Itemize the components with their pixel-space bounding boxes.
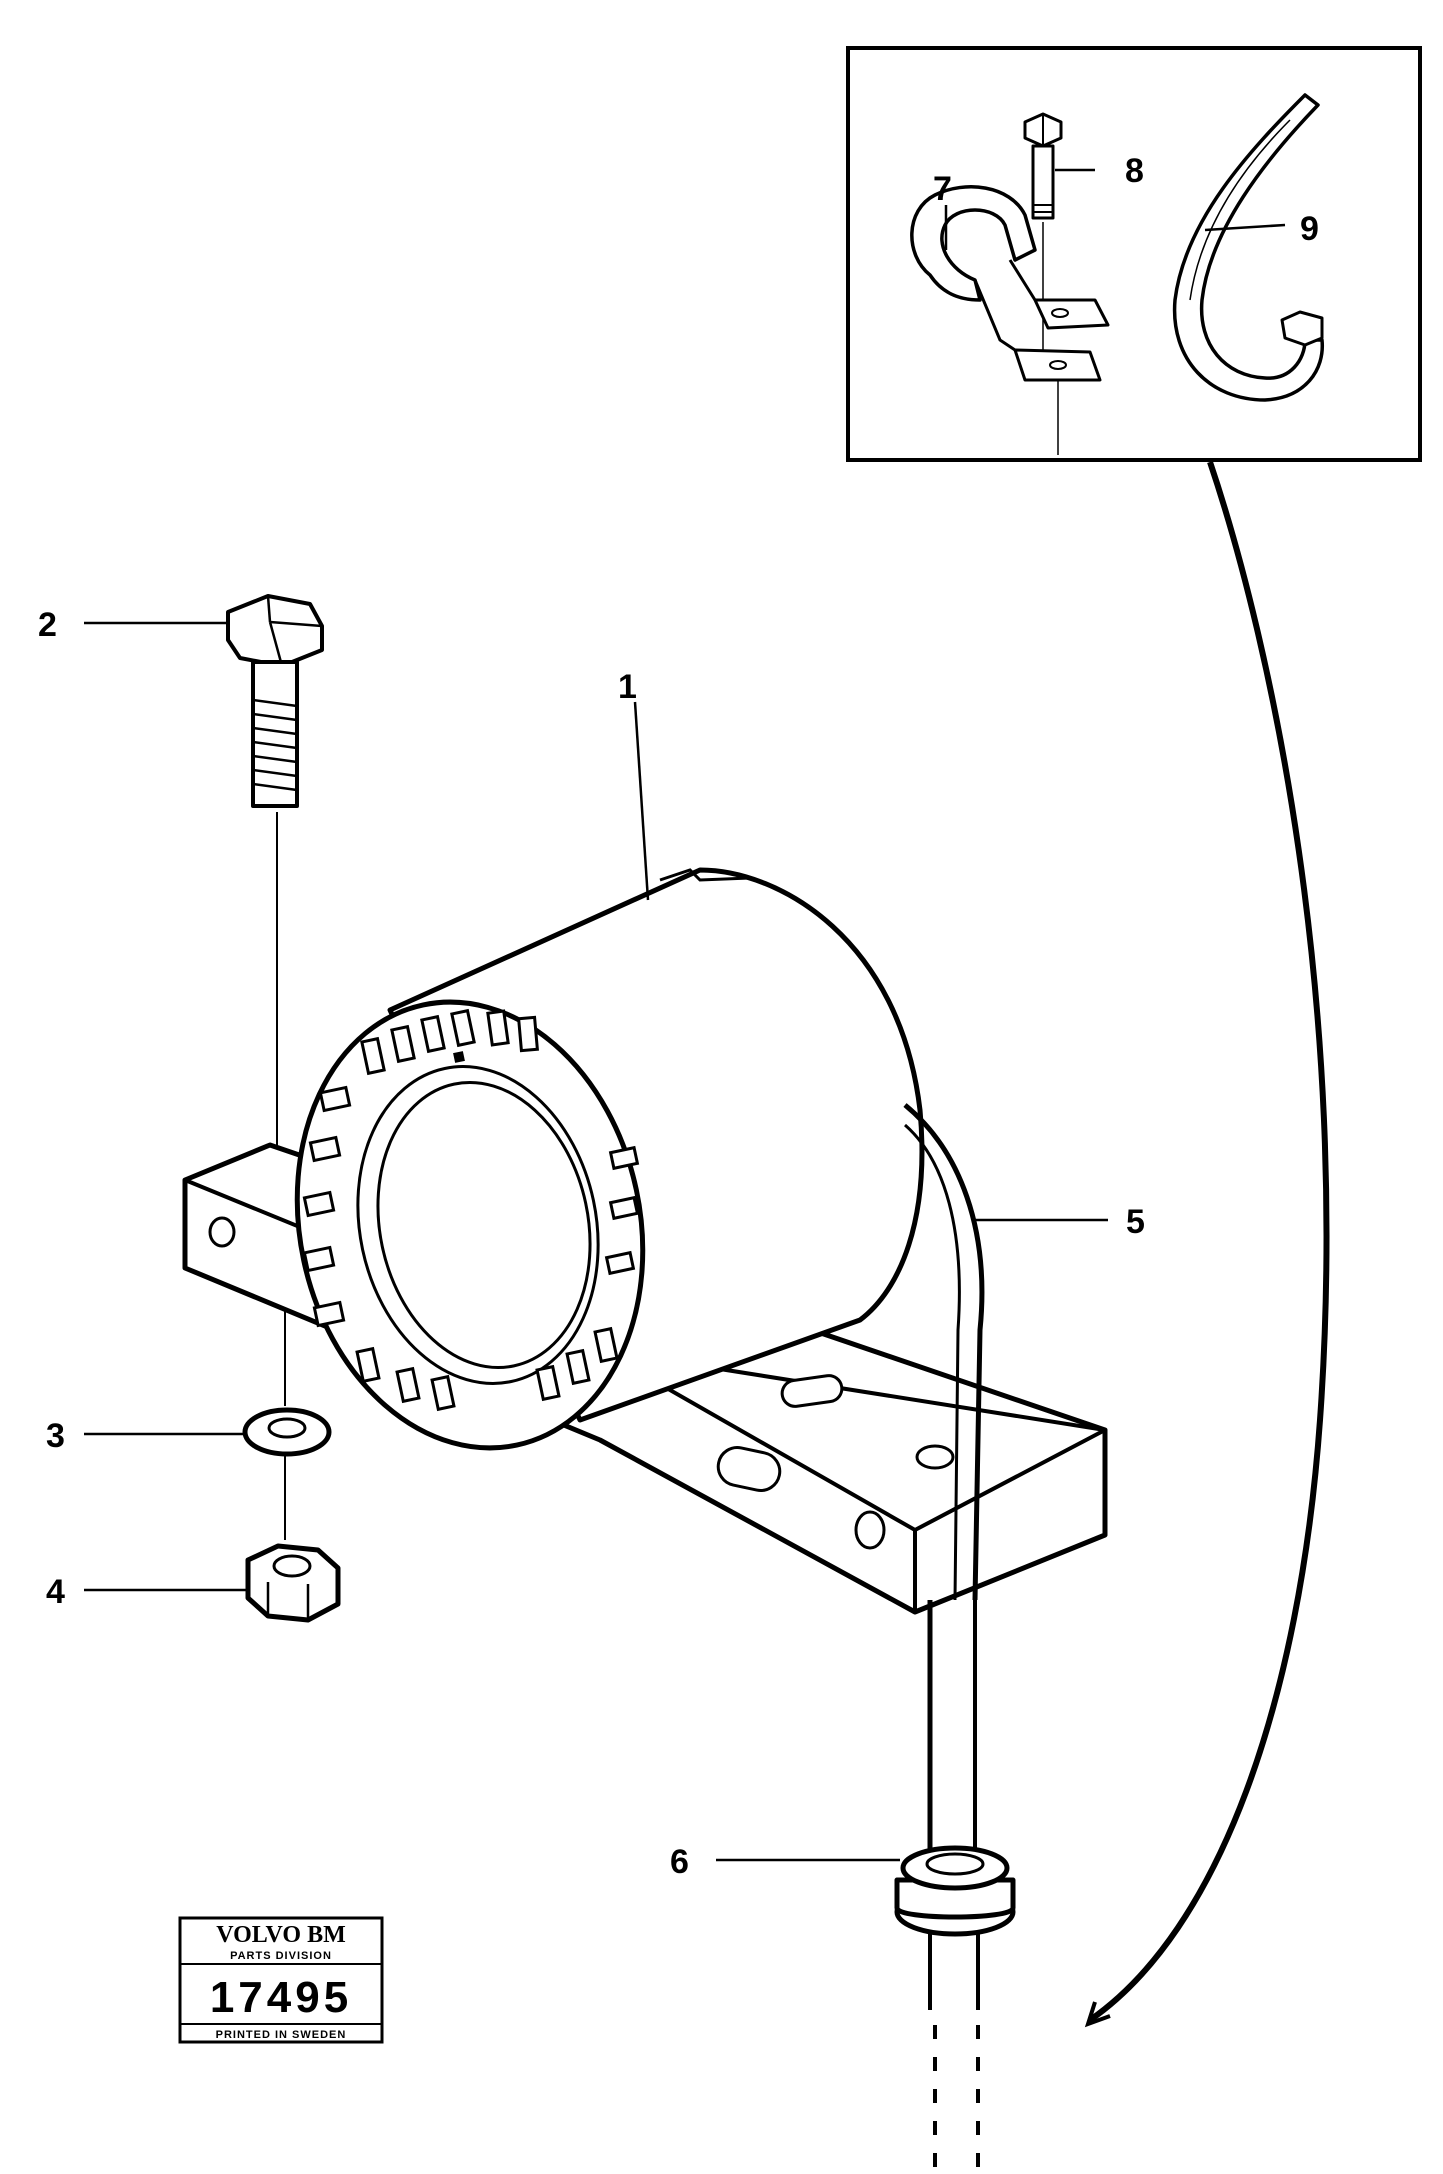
callout-8: 8 [1125,152,1144,190]
callout-2: 2 [38,606,57,644]
leader-lines [84,168,1286,1862]
stamp-printed: PRINTED IN SWEDEN [216,2029,347,2041]
callout-5: 5 [1126,1203,1145,1241]
cable-routing-arrow [1084,2001,1111,2028]
stamp-brand: VOLVO BM [216,1922,346,1948]
callout-9: 9 [1300,210,1319,248]
callout-6: 6 [670,1843,689,1881]
part-3-washer [242,1310,332,1540]
part-8-small-bolt [1023,112,1063,350]
part-7-cable-clamp [910,185,1110,455]
stamp-number: 17495 [210,1973,352,2022]
part-6-grommet [894,1845,1016,1937]
callout-7: 7 [933,170,952,208]
detail-inset [846,46,1422,462]
part-4-nut [245,1543,341,1623]
stamp-division: PARTS DIVISION [230,1950,332,1962]
cable-routing-line [1088,461,1330,2023]
part-1-alarm-unit [182,867,1108,1615]
part-9-cable-tie [1172,93,1324,402]
volvo-bm-stamp: VOLVO BM PARTS DIVISION 17495 PRINTED IN… [178,1916,384,2044]
part-2-bolt [226,594,324,1180]
callout-1: 1 [618,668,637,706]
callout-3: 3 [46,1417,65,1455]
callout-4: 4 [46,1573,65,1611]
cable-downward [927,1600,980,2170]
